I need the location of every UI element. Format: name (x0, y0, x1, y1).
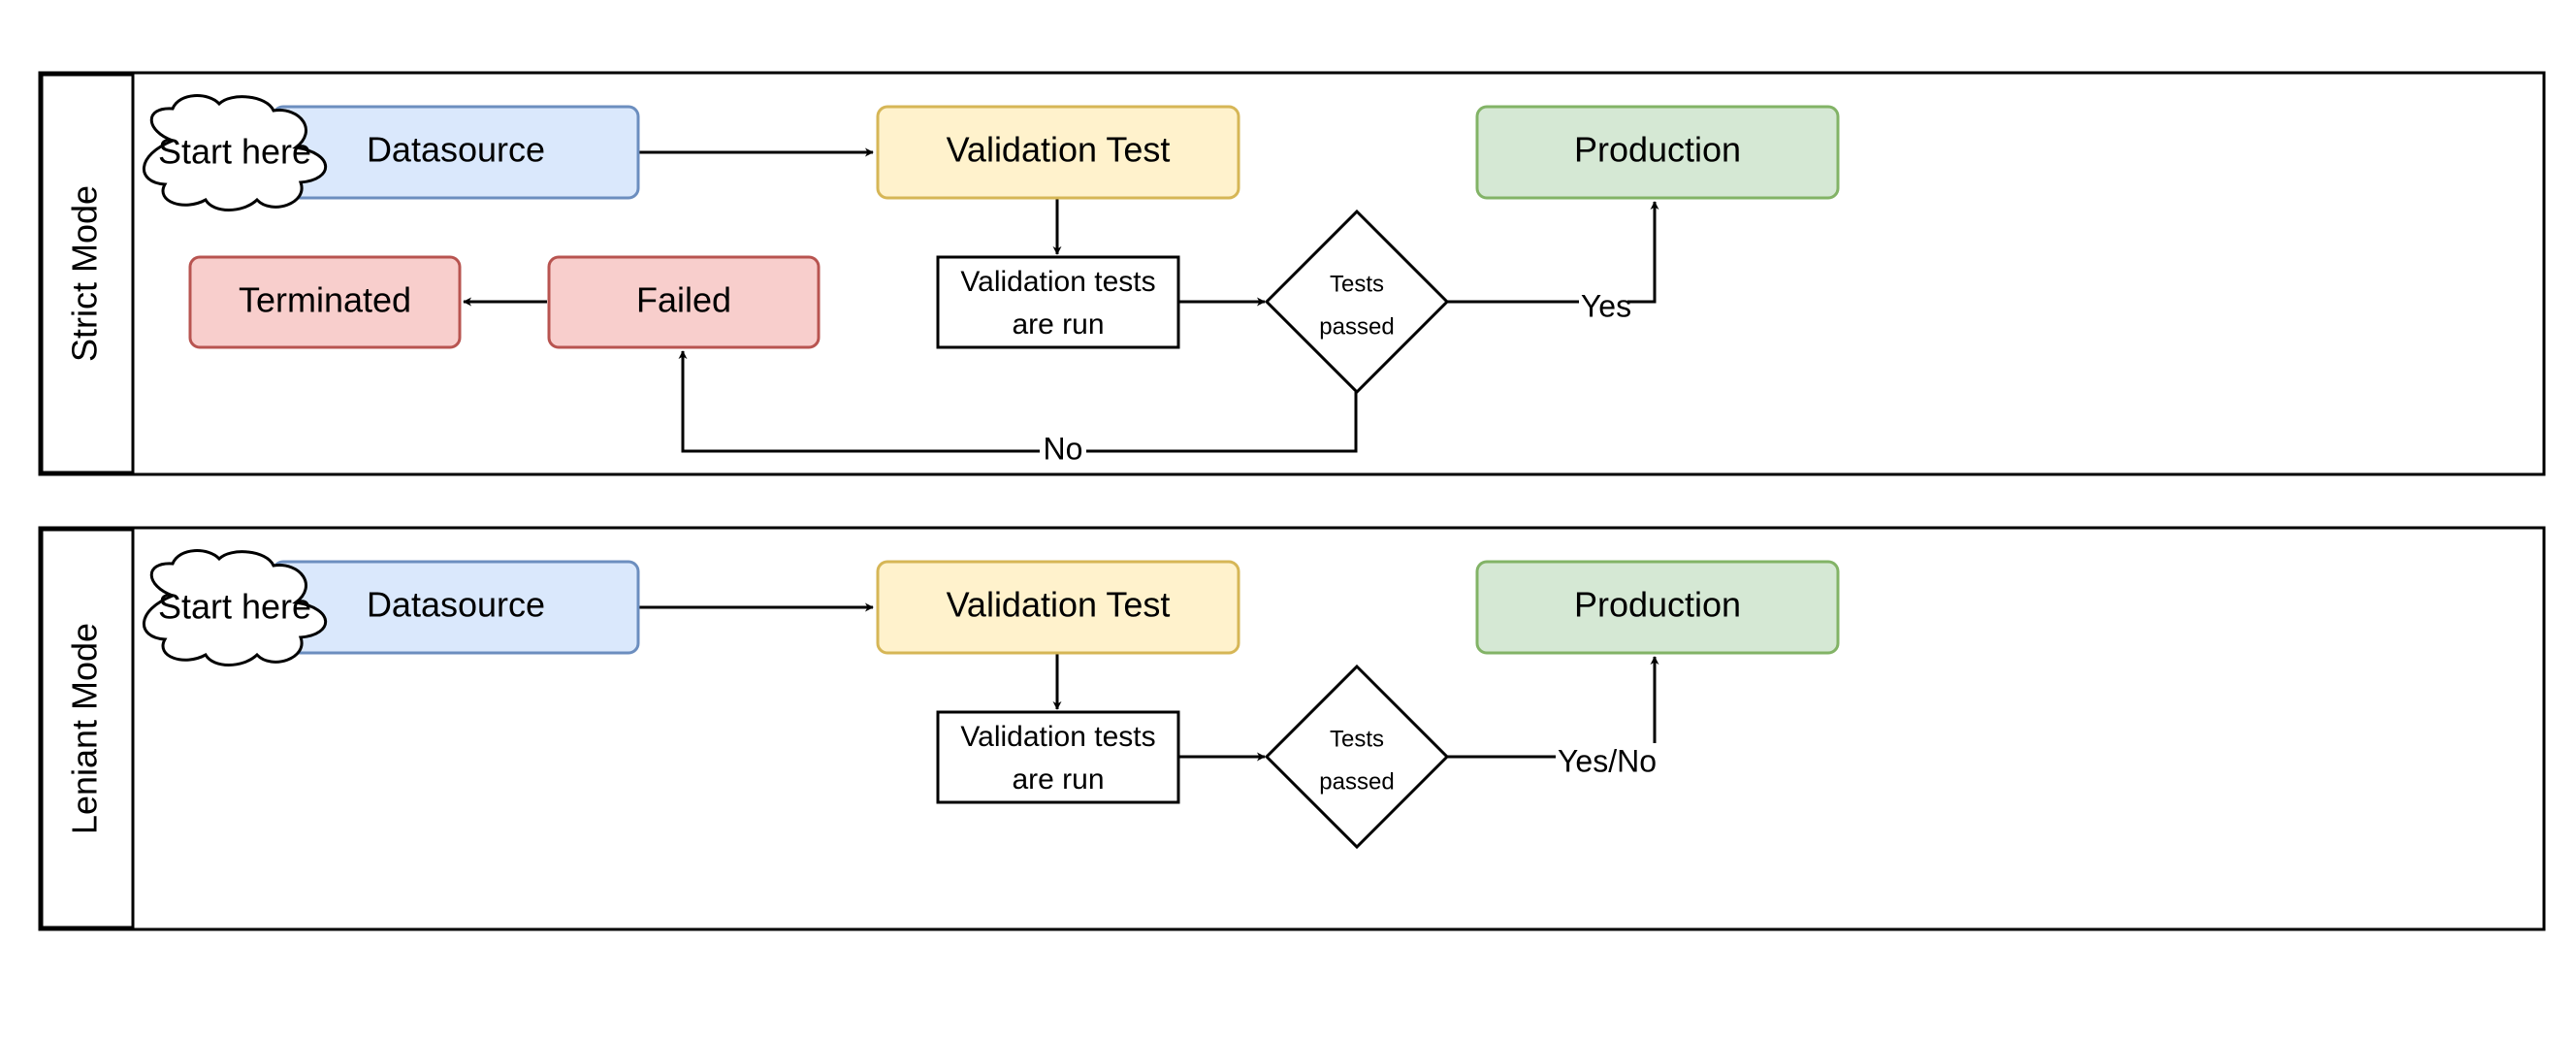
edge-label-no: No (1044, 431, 1083, 466)
lane-strict-mode: Strict Mode Yes No Datasource Start here… (38, 71, 2546, 476)
lane-title: Strict Mode (65, 185, 105, 362)
production-label: Production (1574, 585, 1741, 625)
lane-frame (38, 526, 2546, 931)
validation-test-node: Validation Test (876, 560, 1240, 655)
decision-label-line2: passed (1319, 313, 1394, 340)
datasource-label: Datasource (367, 130, 545, 170)
decision-label-line1: Tests (1330, 271, 1384, 297)
decision-label-line1: Tests (1330, 726, 1384, 752)
production-node: Production (1475, 560, 1840, 655)
edge-label-yes-no: Yes/No (1558, 743, 1657, 778)
datasource-node: Datasource (272, 105, 640, 200)
failed-label: Failed (636, 280, 731, 320)
datasource-label: Datasource (367, 585, 545, 625)
start-here-cloud: Start here (143, 94, 328, 211)
lane-header (40, 528, 135, 929)
tests-run-node: Validation tests are run (936, 710, 1180, 804)
lane-title: Leniant Mode (65, 623, 105, 834)
production-node: Production (1475, 105, 1840, 200)
tests-run-label-line1: Validation tests (960, 266, 1155, 298)
tests-run-node: Validation tests are run (936, 255, 1180, 349)
tests-passed-decision: Tests passed (1264, 209, 1450, 395)
validation-test-label: Validation Test (947, 585, 1171, 625)
lane-frame (38, 71, 2546, 476)
terminated-node: Terminated (188, 255, 462, 349)
tests-run-label-line2: are run (1012, 764, 1104, 796)
edge-decision-no-to-failed (678, 350, 1358, 453)
start-here-cloud: Start here (143, 549, 328, 666)
validation-test-label: Validation Test (947, 130, 1171, 170)
tests-run-label-line2: are run (1012, 309, 1104, 341)
tests-run-label-line1: Validation tests (960, 721, 1155, 753)
decision-label-line2: passed (1319, 768, 1394, 795)
production-label: Production (1574, 130, 1741, 170)
datasource-node: Datasource (272, 560, 640, 655)
start-here-label: Start here (158, 587, 311, 627)
start-here-label: Start here (158, 132, 311, 172)
edge-label-yes: Yes (1581, 288, 1631, 323)
lane-leniant-mode: Leniant Mode Yes/No Datasource Start her… (38, 526, 2546, 931)
edge-decision-yes-to-production (1447, 201, 1659, 304)
validation-test-node: Validation Test (876, 105, 1240, 200)
lane-header (40, 73, 135, 474)
terminated-label: Terminated (239, 280, 411, 320)
failed-node: Failed (547, 255, 821, 349)
tests-passed-decision: Tests passed (1264, 664, 1450, 850)
edge-decision-to-production (1447, 656, 1659, 759)
